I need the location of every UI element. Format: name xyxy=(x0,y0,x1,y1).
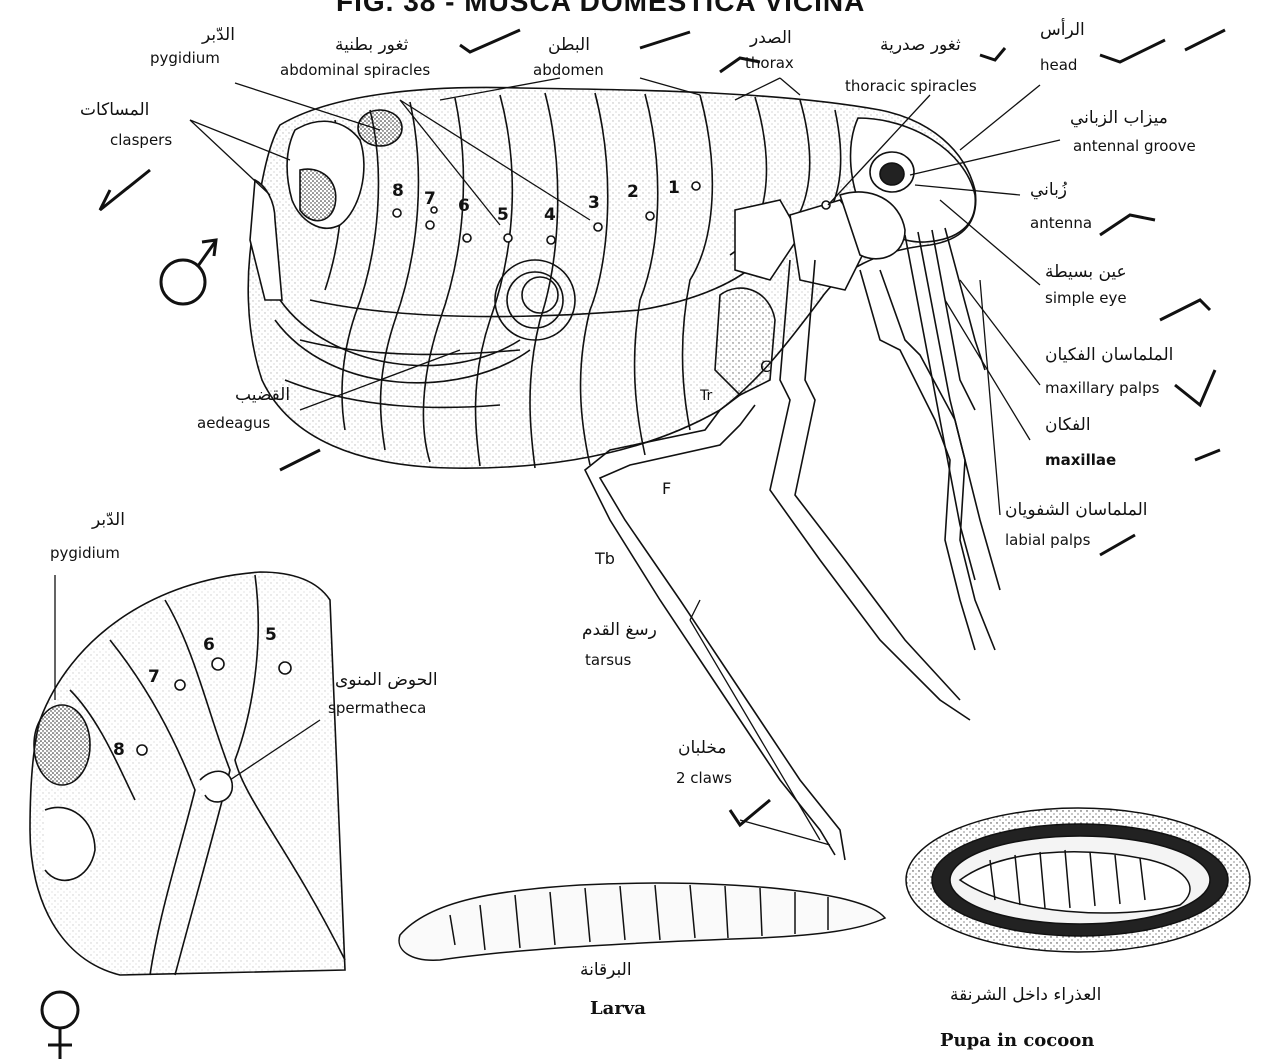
abdomen-label: abdomen xyxy=(533,62,604,79)
tarsus-label: tarsus xyxy=(585,652,631,669)
leg-femur-label: F xyxy=(662,480,671,497)
female-segment-number: 5 xyxy=(265,625,277,645)
thoracic-spiracles-arabic-label: ثغور صدرية xyxy=(880,35,961,55)
abdominal-spiracles-label: abdominal spiracles xyxy=(280,62,430,79)
pygidium-arabic-label: الدّبر xyxy=(202,25,235,45)
aedeagus-label: aedeagus xyxy=(197,415,270,432)
female-segment-number: 7 xyxy=(148,667,160,687)
thorax-label: thorax xyxy=(745,55,794,72)
aedeagus-arabic-label: القضيب xyxy=(235,385,290,405)
simple-eye-label: simple eye xyxy=(1045,290,1127,307)
pupa-label: Pupa in cocoon xyxy=(940,1032,1094,1049)
segment-number: 5 xyxy=(497,205,509,225)
maxillae-arabic-label: الفكان xyxy=(1045,415,1091,435)
antenna-label: antenna xyxy=(1030,215,1092,232)
maxillary-palps-label: maxillary palps xyxy=(1045,380,1159,397)
abdomen-arabic-label: البطن xyxy=(548,35,590,55)
segment-number: 6 xyxy=(458,196,470,216)
female-abdomen-drawing xyxy=(30,572,345,975)
larva-label: Larva xyxy=(590,1000,646,1017)
pygidium2-label: pygidium xyxy=(50,545,120,562)
tarsus-arabic-label: رسغ القدم xyxy=(582,620,657,640)
female-segment-number: 6 xyxy=(203,635,215,655)
female-segment-number: 8 xyxy=(113,740,125,760)
segment-number: 1 xyxy=(668,178,680,198)
pygidium-label: pygidium xyxy=(150,50,220,67)
male-flea-drawing xyxy=(248,87,1000,860)
labial-palps-label: labial palps xyxy=(1005,532,1090,549)
larva-drawing xyxy=(399,883,885,960)
simple-eye-arabic-label: عين بسيطة xyxy=(1045,262,1127,282)
larva-arabic-label: البرقانة xyxy=(580,960,632,980)
spermatheca-arabic-label: الحوض المنوى xyxy=(335,670,438,690)
leg-trochanter-label: Tr xyxy=(700,388,712,405)
female-symbol xyxy=(42,992,78,1059)
claspers-arabic-label: المساكات xyxy=(80,100,149,120)
maxillae-label: maxillae xyxy=(1045,452,1116,469)
segment-number: 4 xyxy=(544,205,556,225)
pygidium2-arabic-label: الدّبر xyxy=(92,510,125,530)
pupa-drawing xyxy=(906,808,1250,952)
antennal-groove-label: antennal groove xyxy=(1073,138,1196,155)
claws-label: 2 claws xyxy=(676,770,732,787)
thorax-arabic-label: الصدر xyxy=(750,28,792,48)
segment-number: 8 xyxy=(392,181,404,201)
antenna-arabic-label: زُباني xyxy=(1030,180,1067,200)
head-arabic-label: الرأس xyxy=(1040,20,1085,40)
antennal-groove-arabic-label: ميزاب الزباني xyxy=(1070,108,1168,128)
head-label: head xyxy=(1040,57,1077,74)
claws-arabic-label: مخلبان xyxy=(678,738,727,758)
abdominal-spiracles-arabic-label: ثغور بطنية xyxy=(335,35,408,55)
thoracic-spiracles-label: thoracic spiracles xyxy=(845,78,977,95)
labial-palps-arabic-label: الملماسان الشفويان xyxy=(1005,500,1148,520)
claspers-label: claspers xyxy=(110,132,172,149)
leg-tibia-label: Tb xyxy=(595,550,615,567)
leg-coxa-label: C xyxy=(760,358,771,375)
pupa-arabic-label: العذراء داخل الشرنقة xyxy=(950,985,1101,1005)
maxillary-palps-arabic-label: الملماسان الفكيان xyxy=(1045,345,1173,365)
segment-number: 3 xyxy=(588,193,600,213)
segment-number: 7 xyxy=(424,189,436,209)
male-symbol xyxy=(161,240,216,304)
segment-number: 2 xyxy=(627,182,639,202)
spermatheca-label: spermatheca xyxy=(328,700,426,717)
